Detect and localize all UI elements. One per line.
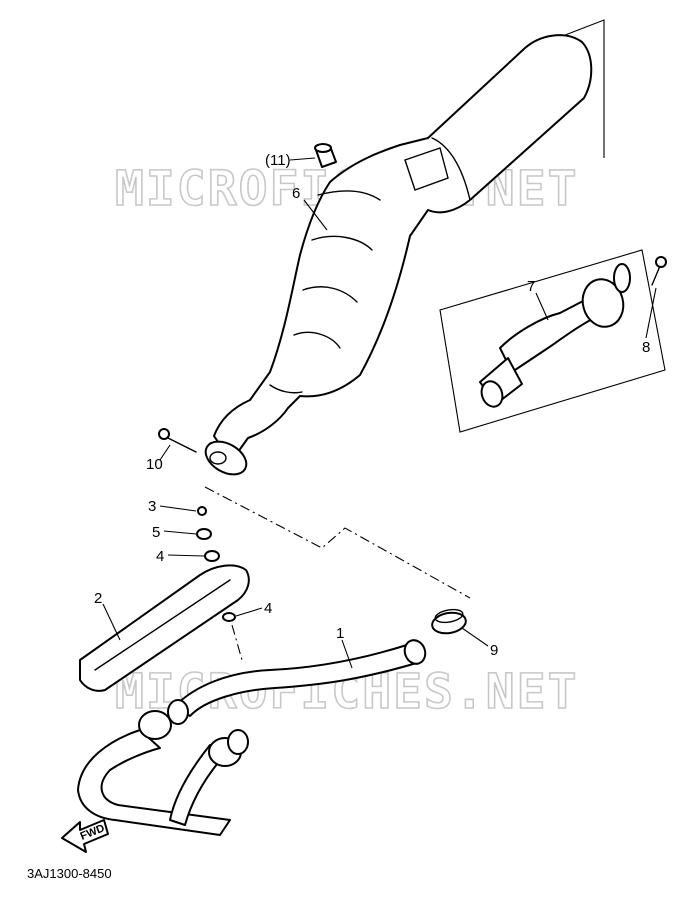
exhaust-pipe-port-right [227,729,249,755]
exhaust-pipe-upper [174,643,421,717]
diagram-reference-code: 3AJ1300-8450 [27,866,112,881]
callout-2: 2 [94,590,102,607]
exhaust-pipe-right-branch [169,744,223,826]
bolt-10-shank [167,437,197,453]
callout-3: 3 [148,498,156,515]
bolt-3-head [197,506,207,516]
callout-11: (11) [265,152,291,169]
protector-part-2 [79,564,250,692]
callout-4-upper: 4 [156,548,164,565]
bolt-part-3 [197,506,207,516]
spacer-part-11 [314,143,337,168]
callout-1: 1 [336,625,344,642]
callout-8: 8 [642,339,650,356]
gasket-top [434,608,464,624]
exhaust-pipe-flange-left [138,710,172,740]
callout-7: 7 [527,278,535,295]
leader-4-upper [167,554,205,557]
spacer-top [314,143,332,153]
spark-arrester-frame [439,249,666,433]
washer-part-4-upper [204,550,220,562]
assembly-line-bolt [231,624,243,661]
assembly-line-pipe [204,486,471,599]
leader-10 [159,444,171,461]
washer-part-4-lower [222,612,236,622]
spark-arrester-tube [499,299,599,373]
protector-body [79,564,250,692]
bolt-8-shank [651,265,661,286]
muffler-neck-ring [269,384,303,394]
leader-8 [645,287,657,339]
leader-4-lower [235,607,263,617]
callout-4-lower: 4 [264,600,272,617]
bolt-8-head [655,256,667,268]
gasket-body [431,611,467,635]
muffler-ridge-1 [317,190,381,201]
nut-5-body [196,528,212,540]
protector-slot-row [94,579,231,671]
exhaust-pipe-left-loop [77,729,231,836]
leader-6 [303,199,328,231]
leader-3 [159,505,197,512]
bolt-part-8 [651,256,667,286]
nut-part-5 [196,528,212,540]
exhaust-pipe-outlet [403,639,427,665]
muffler-part-6 [204,34,593,476]
muffler-frame [559,19,605,158]
callout-9: 9 [490,642,498,659]
leader-7 [535,292,549,321]
exhaust-pipe-port-left [167,699,189,725]
leader-2 [102,603,121,641]
bolt-10-head [158,428,170,440]
muffler-inlet-hole [209,451,227,465]
spark-arrester-outlet [613,263,631,293]
forward-arrow: FWD [61,819,109,853]
muffler-ridge-3 [302,286,358,303]
muffler-body [213,34,593,453]
leader-1 [341,639,353,669]
spark-arrester-screen-end [480,380,504,408]
bolt-part-10 [158,428,197,453]
callout-5: 5 [152,524,160,541]
muffler-bracket [404,147,449,191]
callout-10: 10 [146,456,163,473]
muffler-ridge-4 [293,331,341,349]
leader-11 [289,157,316,161]
washer-4-lower [222,612,236,622]
forward-arrow-shape [61,819,109,853]
gasket-part-9 [431,608,467,635]
exhaust-pipe-part-1 [77,639,427,836]
leader-9 [461,627,489,647]
spark-arrester-flange [581,278,625,328]
leader-5 [163,530,197,535]
washer-4-upper [204,550,220,562]
muffler-ridge-2 [311,235,373,251]
spark-arrester-part-7 [479,263,631,408]
muffler-seam [431,137,471,201]
callout-6: 6 [292,185,300,202]
